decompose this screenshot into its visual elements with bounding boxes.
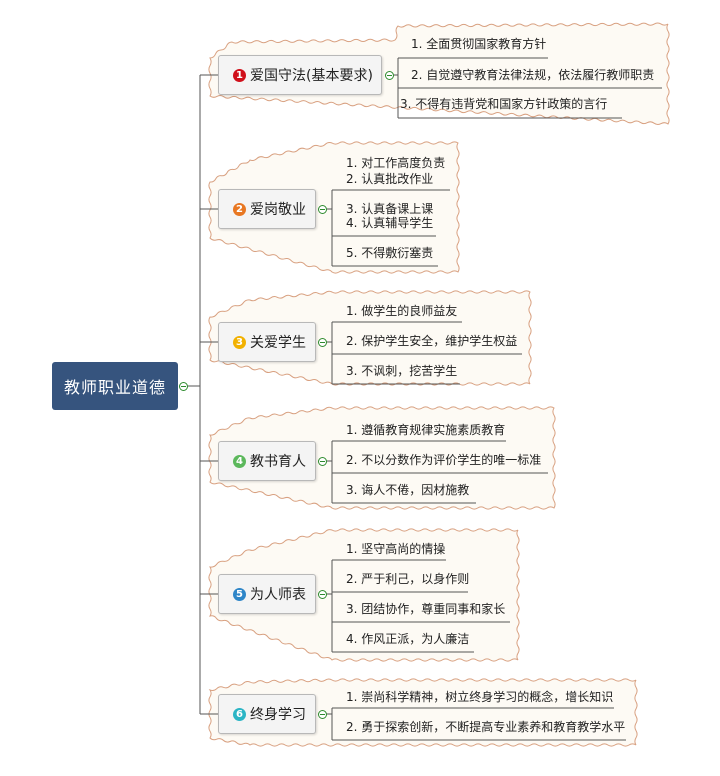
leaf-2-1[interactable]: 1. 对工作高度负责 — [346, 156, 446, 170]
branch-topic-3[interactable]: 3 关爱学生 — [218, 322, 316, 362]
leaf-5-3[interactable]: 3. 团结协作，尊重同事和家长 — [346, 602, 506, 616]
branch-topic-1[interactable]: 1 爱国守法(基本要求) — [218, 55, 382, 95]
leaf-4-1[interactable]: 1. 遵循教育规律实施素质教育 — [346, 423, 506, 437]
leaf-2-4[interactable]: 4. 认真辅导学生 — [346, 216, 434, 230]
priority-1-icon: 1 — [233, 68, 246, 82]
branch-3-collapse-toggle[interactable] — [318, 338, 327, 347]
leaf-2-2[interactable]: 2. 认真批改作业 — [346, 172, 434, 186]
priority-4-icon: 4 — [233, 454, 246, 468]
priority-5-icon: 5 — [233, 587, 246, 601]
branch-label-5: 为人师表 — [250, 587, 306, 603]
branch-topic-2[interactable]: 2 爱岗敬业 — [218, 189, 316, 229]
branch-topic-4[interactable]: 4 教书育人 — [218, 441, 316, 481]
leaf-6-2[interactable]: 2. 勇于探索创新，不断提高专业素养和教育教学水平 — [346, 720, 626, 734]
priority-2-icon: 2 — [233, 202, 246, 216]
root-topic-label: 教师职业道德 — [63, 378, 166, 397]
boundary-2 — [208, 141, 460, 274]
leaf-5-2[interactable]: 2. 严于利己，以身作则 — [346, 572, 470, 586]
branch-topic-6[interactable]: 6 终身学习 — [218, 694, 316, 734]
boundary-5 — [208, 528, 520, 662]
leaf-3-3[interactable]: 3. 不讽刺，挖苦学生 — [346, 364, 458, 378]
leaf-5-4[interactable]: 4. 作风正派，为人廉洁 — [346, 632, 470, 646]
leaf-2-5[interactable]: 5. 不得敷衍塞责 — [346, 246, 434, 260]
leaf-4-3[interactable]: 3. 诲人不倦，因材施教 — [346, 483, 470, 497]
branch-topic-5[interactable]: 5 为人师表 — [218, 574, 316, 614]
branch-label-6: 终身学习 — [250, 707, 306, 723]
leaf-1-1[interactable]: 1. 全面贯彻国家教育方针 — [411, 37, 547, 51]
branch-4-collapse-toggle[interactable] — [318, 457, 327, 466]
root-topic[interactable]: 教师职业道德 — [52, 362, 178, 410]
branch-1-collapse-toggle[interactable] — [385, 71, 394, 80]
leaf-3-1[interactable]: 1. 做学生的良师益友 — [346, 304, 458, 318]
leaf-4-2[interactable]: 2. 不以分数作为评价学生的唯一标准 — [346, 453, 542, 467]
leaf-2-3[interactable]: 3. 认真备课上课 — [346, 202, 434, 216]
boundary-4 — [208, 406, 556, 510]
boundary-1 — [208, 22, 670, 125]
branch-label-4: 教书育人 — [250, 454, 306, 470]
root-collapse-toggle[interactable] — [179, 382, 188, 391]
branch-label-1: 爱国守法(基本要求) — [250, 68, 373, 84]
leaf-1-2[interactable]: 2. 自觉遵守教育法律法规，依法履行教师职责 — [411, 68, 655, 82]
branch-2-collapse-toggle[interactable] — [318, 205, 327, 214]
leaf-3-2[interactable]: 2. 保护学生安全，维护学生权益 — [346, 334, 518, 348]
leaf-6-1[interactable]: 1. 崇尚科学精神，树立终身学习的概念，增长知识 — [346, 690, 614, 704]
priority-6-icon: 6 — [233, 707, 246, 721]
branch-5-collapse-toggle[interactable] — [318, 590, 327, 599]
branch-label-2: 爱岗敬业 — [250, 202, 306, 218]
branch-label-3: 关爱学生 — [250, 335, 306, 351]
branch-6-collapse-toggle[interactable] — [318, 710, 327, 719]
priority-3-icon: 3 — [233, 335, 246, 349]
leaf-5-1[interactable]: 1. 坚守高尚的情操 — [346, 542, 446, 556]
leaf-1-3[interactable]: 3. 不得有违背党和国家方针政策的言行 — [400, 97, 608, 111]
